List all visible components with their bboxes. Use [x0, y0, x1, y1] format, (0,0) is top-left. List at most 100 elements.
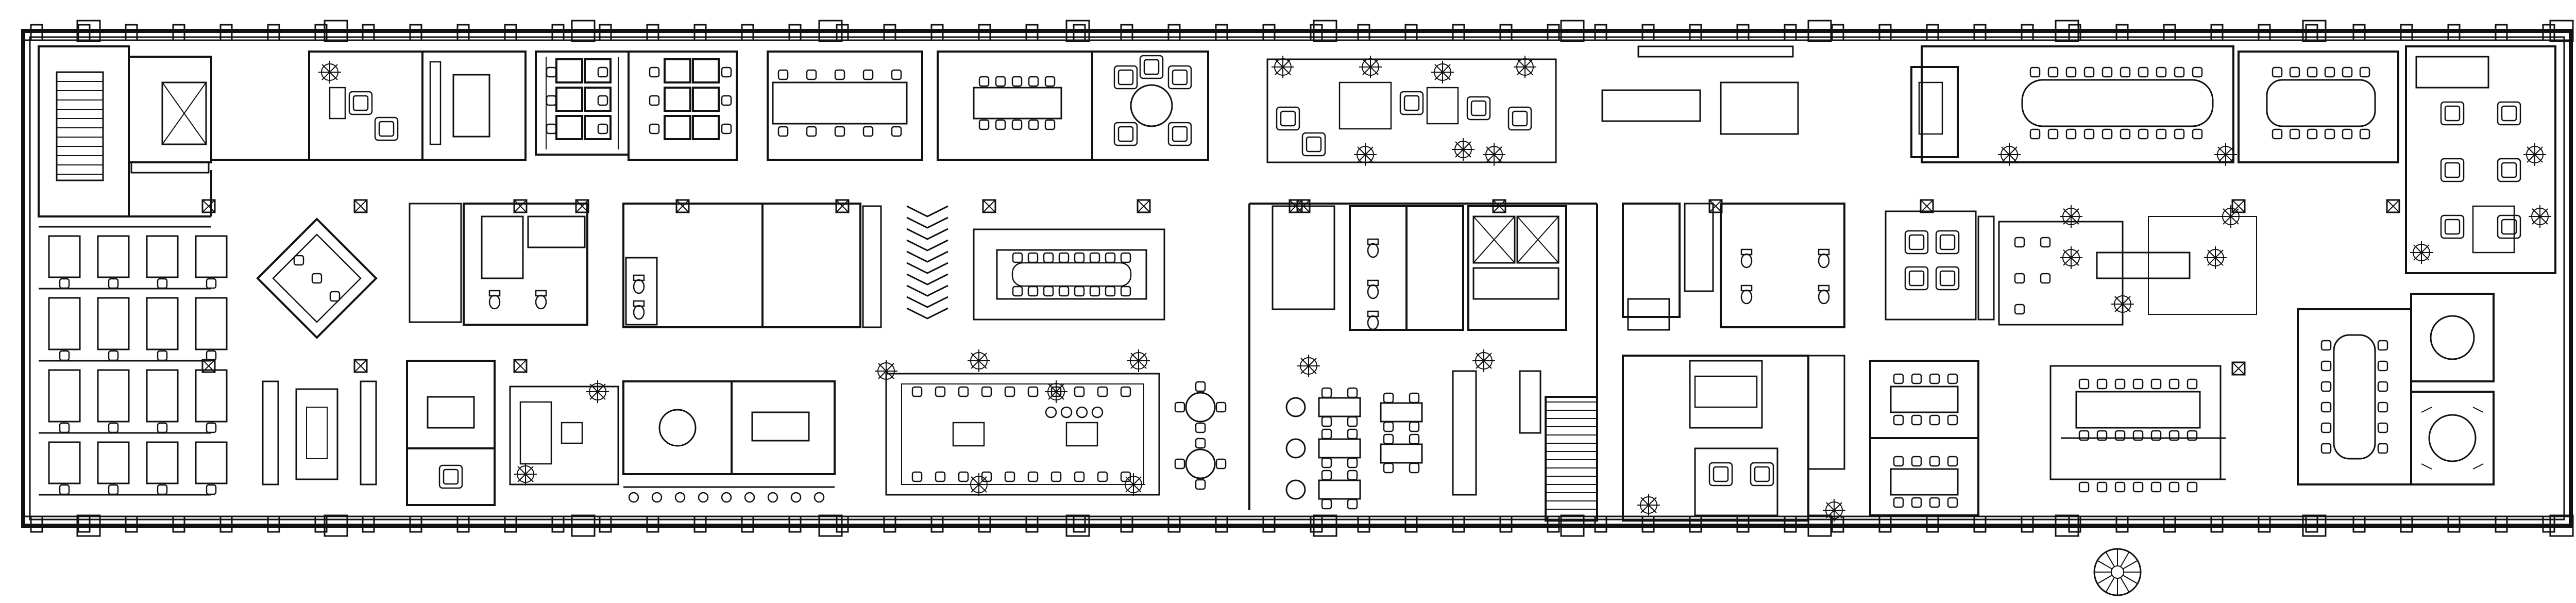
- desk: [146, 297, 179, 350]
- pilaster: [77, 24, 91, 41]
- chair: [2083, 128, 2095, 140]
- pilaster: [2258, 24, 2271, 41]
- chair: [2359, 66, 2370, 78]
- table: [1318, 397, 1361, 417]
- chair: [1321, 428, 1332, 440]
- pilaster: [1926, 24, 1939, 41]
- pier: [2302, 514, 2327, 537]
- pilaster: [1310, 515, 1323, 533]
- chair: [2047, 66, 2059, 78]
- pilaster: [1025, 515, 1039, 533]
- chair: [1893, 497, 1904, 508]
- cafe-table: [1285, 479, 1306, 500]
- chair: [2359, 128, 2370, 140]
- chair: [108, 422, 119, 433]
- corridor-wall: [39, 52, 310, 217]
- pilaster: [978, 24, 991, 41]
- pilaster: [362, 24, 375, 41]
- desk: [555, 87, 583, 112]
- chair: [1174, 458, 1185, 470]
- bar-counter: [1601, 45, 1799, 135]
- chair: [2192, 66, 2203, 78]
- spiral-tread: [2122, 560, 2138, 569]
- chair: [1012, 286, 1023, 297]
- pilaster: [1878, 24, 1892, 41]
- pilaster: [504, 515, 517, 533]
- chair: [2187, 378, 2198, 390]
- pilaster: [1357, 24, 1370, 41]
- desk: [692, 58, 720, 83]
- pilaster: [267, 515, 280, 533]
- chair: [721, 123, 732, 135]
- pilaster: [2352, 515, 2366, 533]
- cafe-table: [1285, 438, 1306, 459]
- chair: [1044, 119, 1056, 130]
- pilaster: [1120, 515, 1133, 533]
- pilaster: [456, 515, 470, 533]
- chair: [649, 66, 660, 78]
- chair: [834, 126, 845, 137]
- chair: [1011, 119, 1023, 130]
- chair: [1089, 252, 1100, 263]
- pier: [1313, 514, 1337, 537]
- pier: [1065, 514, 1090, 537]
- chair: [2138, 66, 2149, 78]
- pilaster: [1073, 24, 1086, 41]
- phone-booth-edge: [906, 216, 948, 229]
- desk: [664, 87, 691, 112]
- office-2: [421, 51, 527, 161]
- chair: [935, 471, 946, 482]
- chair: [1097, 386, 1108, 397]
- pilaster: [1831, 24, 1844, 41]
- chair: [157, 350, 168, 361]
- chair: [2174, 66, 2185, 78]
- office-1: [308, 51, 423, 161]
- chair: [1195, 438, 1206, 449]
- stool: [1076, 406, 1088, 418]
- pier: [324, 20, 348, 42]
- pilaster: [1831, 515, 1844, 533]
- conference-east-corner: [2297, 308, 2412, 485]
- pier: [818, 20, 843, 42]
- pilaster: [2495, 515, 2508, 533]
- meeting-south-1: [406, 360, 496, 506]
- chair: [721, 95, 732, 106]
- east-conference: [2049, 365, 2226, 493]
- desk: [146, 235, 179, 278]
- chair: [1004, 471, 1015, 482]
- stool: [628, 492, 639, 503]
- stool: [1060, 406, 1073, 418]
- chair: [2102, 66, 2113, 78]
- chair: [2377, 360, 2388, 372]
- chair: [597, 66, 608, 78]
- desk: [97, 235, 130, 278]
- chair: [1947, 373, 1958, 384]
- chair: [2187, 481, 2198, 493]
- chair: [2120, 66, 2131, 78]
- pilaster: [2163, 24, 2176, 41]
- chair: [108, 278, 119, 289]
- pier: [571, 20, 596, 42]
- chair: [2132, 481, 2144, 493]
- chair: [2114, 378, 2126, 390]
- stool: [721, 492, 732, 503]
- chair: [206, 350, 217, 361]
- pilaster: [2210, 515, 2224, 533]
- pier: [2055, 514, 2079, 537]
- pilaster: [2115, 24, 2129, 41]
- pilaster: [1641, 24, 1655, 41]
- phone-booth-edge: [906, 228, 948, 240]
- chair: [2342, 66, 2353, 78]
- chair: [1215, 458, 1227, 470]
- chair: [2078, 378, 2090, 390]
- exterior-wall: [21, 29, 2573, 528]
- pilaster: [883, 24, 896, 41]
- chair: [1012, 252, 1023, 263]
- chair: [2307, 128, 2318, 140]
- chair: [1004, 386, 1015, 397]
- pilaster: [693, 515, 707, 533]
- chair: [2114, 481, 2126, 493]
- chair: [1409, 433, 1420, 445]
- pilaster: [599, 515, 612, 533]
- chair: [1174, 401, 1185, 413]
